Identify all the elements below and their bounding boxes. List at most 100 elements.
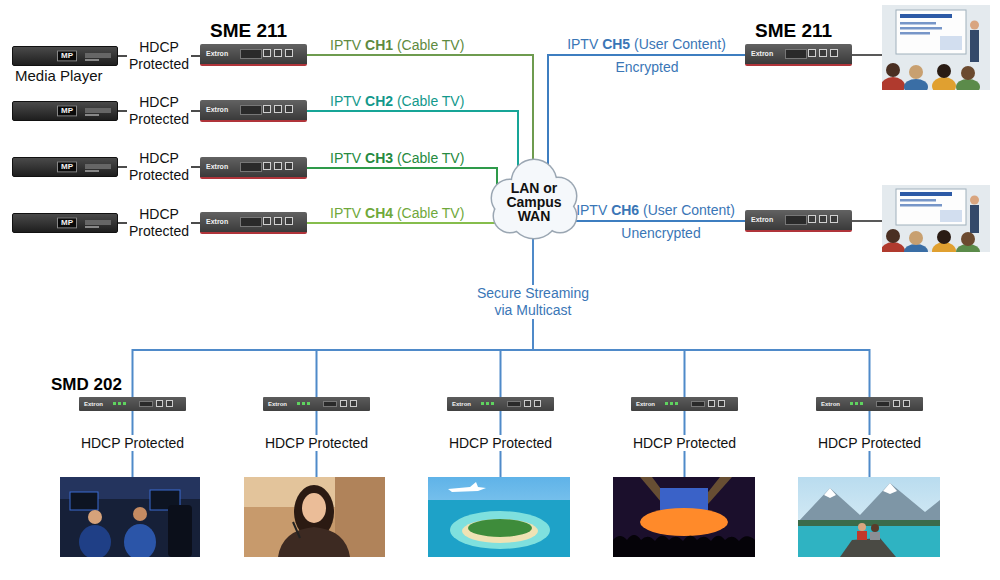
channel-number: CH4	[365, 205, 393, 221]
front-panel-detail	[240, 105, 262, 115]
student-body	[882, 242, 905, 252]
student-body	[932, 77, 956, 90]
stage-glow	[640, 508, 728, 536]
student-head	[937, 64, 951, 78]
encryption-note: Encrypted	[615, 59, 678, 75]
display-cable	[852, 220, 882, 222]
front-panel-detail	[285, 162, 293, 170]
front-panel-detail	[85, 226, 99, 228]
monitor	[70, 492, 98, 510]
front-panel-detail	[263, 49, 271, 57]
presenter-photo	[244, 477, 385, 557]
front-panel-detail	[274, 217, 282, 225]
screen-text-line	[900, 204, 942, 207]
decoder-device: SMD 202Extron	[79, 397, 186, 411]
front-panel-detail	[893, 400, 900, 407]
classroom-photo	[882, 5, 990, 90]
front-panel-detail	[85, 164, 111, 169]
channel-label: HDCP Protected	[127, 205, 191, 241]
connector	[548, 55, 745, 170]
brand-logo: Extron	[206, 50, 228, 58]
brand-logo: Extron	[636, 401, 655, 408]
front-panel-detail	[830, 215, 838, 223]
brand-logo: Extron	[452, 401, 471, 408]
encryption-note: Unencrypted	[621, 225, 700, 241]
front-panel-detail	[855, 402, 858, 405]
front-panel-detail	[85, 114, 99, 116]
microphone	[293, 522, 300, 538]
channel-number: CH2	[365, 93, 393, 109]
connector	[307, 55, 533, 163]
screen-figure	[940, 210, 962, 222]
brand-logo: Extron	[206, 163, 228, 171]
front-panel-detail	[139, 401, 153, 407]
front-panel-detail	[808, 49, 816, 57]
student-head	[909, 65, 923, 79]
front-panel-detail	[808, 215, 816, 223]
snow-cap	[824, 488, 836, 498]
decoder-device: Extron	[816, 397, 923, 411]
mountains	[798, 483, 940, 525]
projection-screen	[896, 10, 966, 54]
photo-background	[613, 477, 755, 557]
channel-number: CH3	[365, 150, 393, 166]
front-panel-detail	[85, 108, 111, 113]
gamer-head	[133, 507, 147, 521]
encoder-device: Extron	[745, 210, 852, 232]
front-panel-detail	[85, 220, 111, 225]
front-panel-detail	[323, 401, 337, 407]
protection-label: HDCP Protected	[447, 435, 554, 451]
front-panel-detail	[785, 49, 807, 59]
brand-logo: MP	[57, 50, 77, 61]
front-panel-detail	[285, 105, 293, 113]
photo-background	[244, 477, 385, 557]
channel-number: CH5	[602, 36, 630, 52]
rock	[840, 538, 896, 557]
brand-logo: MP	[57, 105, 77, 116]
stage-screen	[660, 488, 708, 510]
teacher-figure	[970, 30, 979, 62]
front-panel-detail	[860, 402, 863, 405]
encoder-device: Extron	[200, 157, 307, 179]
brand-logo: MP	[57, 161, 77, 172]
decoder-device: Extron	[631, 397, 738, 411]
teacher-figure	[970, 205, 979, 233]
face	[302, 493, 326, 523]
device-name: SME 211	[755, 20, 832, 42]
student-head	[961, 232, 975, 246]
teacher-head	[970, 21, 979, 30]
jacket	[278, 527, 350, 557]
student-body	[904, 244, 928, 252]
channel-label: HDCP Protected	[127, 93, 191, 129]
student-head	[886, 229, 900, 243]
channel-number: CH6	[611, 202, 639, 218]
front-panel-detail	[491, 402, 494, 405]
protection-label: HDCP Protected	[631, 435, 738, 451]
front-panel-detail	[350, 400, 357, 407]
channel-label: IPTV CH4 (Cable TV)	[330, 205, 464, 221]
screen-figure	[940, 36, 962, 50]
front-panel-detail	[123, 402, 126, 405]
front-panel-detail	[285, 49, 293, 57]
front-panel-detail	[166, 400, 173, 407]
front-panel-detail	[785, 215, 807, 225]
teacher-head	[970, 196, 979, 205]
screen-text-line	[900, 27, 942, 30]
cloud-label: LAN or Campus WAN	[506, 181, 561, 223]
hiker-body	[870, 532, 880, 540]
network-cloud: LAN or Campus WAN	[488, 152, 580, 242]
island	[468, 519, 532, 537]
screen-heading-bar	[900, 192, 952, 196]
island-photo	[428, 477, 570, 557]
encoder-device: Extron	[200, 212, 307, 234]
front-panel-detail	[486, 402, 489, 405]
brand-logo: Extron	[84, 401, 103, 408]
front-panel-detail	[340, 400, 347, 407]
gaming-chair	[168, 505, 192, 557]
front-panel-detail	[297, 402, 300, 405]
gamer-body	[124, 524, 156, 557]
channel-label: IPTV CH2 (Cable TV)	[330, 93, 464, 109]
front-panel-detail	[670, 402, 673, 405]
channel-label: IPTV CH3 (Cable TV)	[330, 150, 464, 166]
